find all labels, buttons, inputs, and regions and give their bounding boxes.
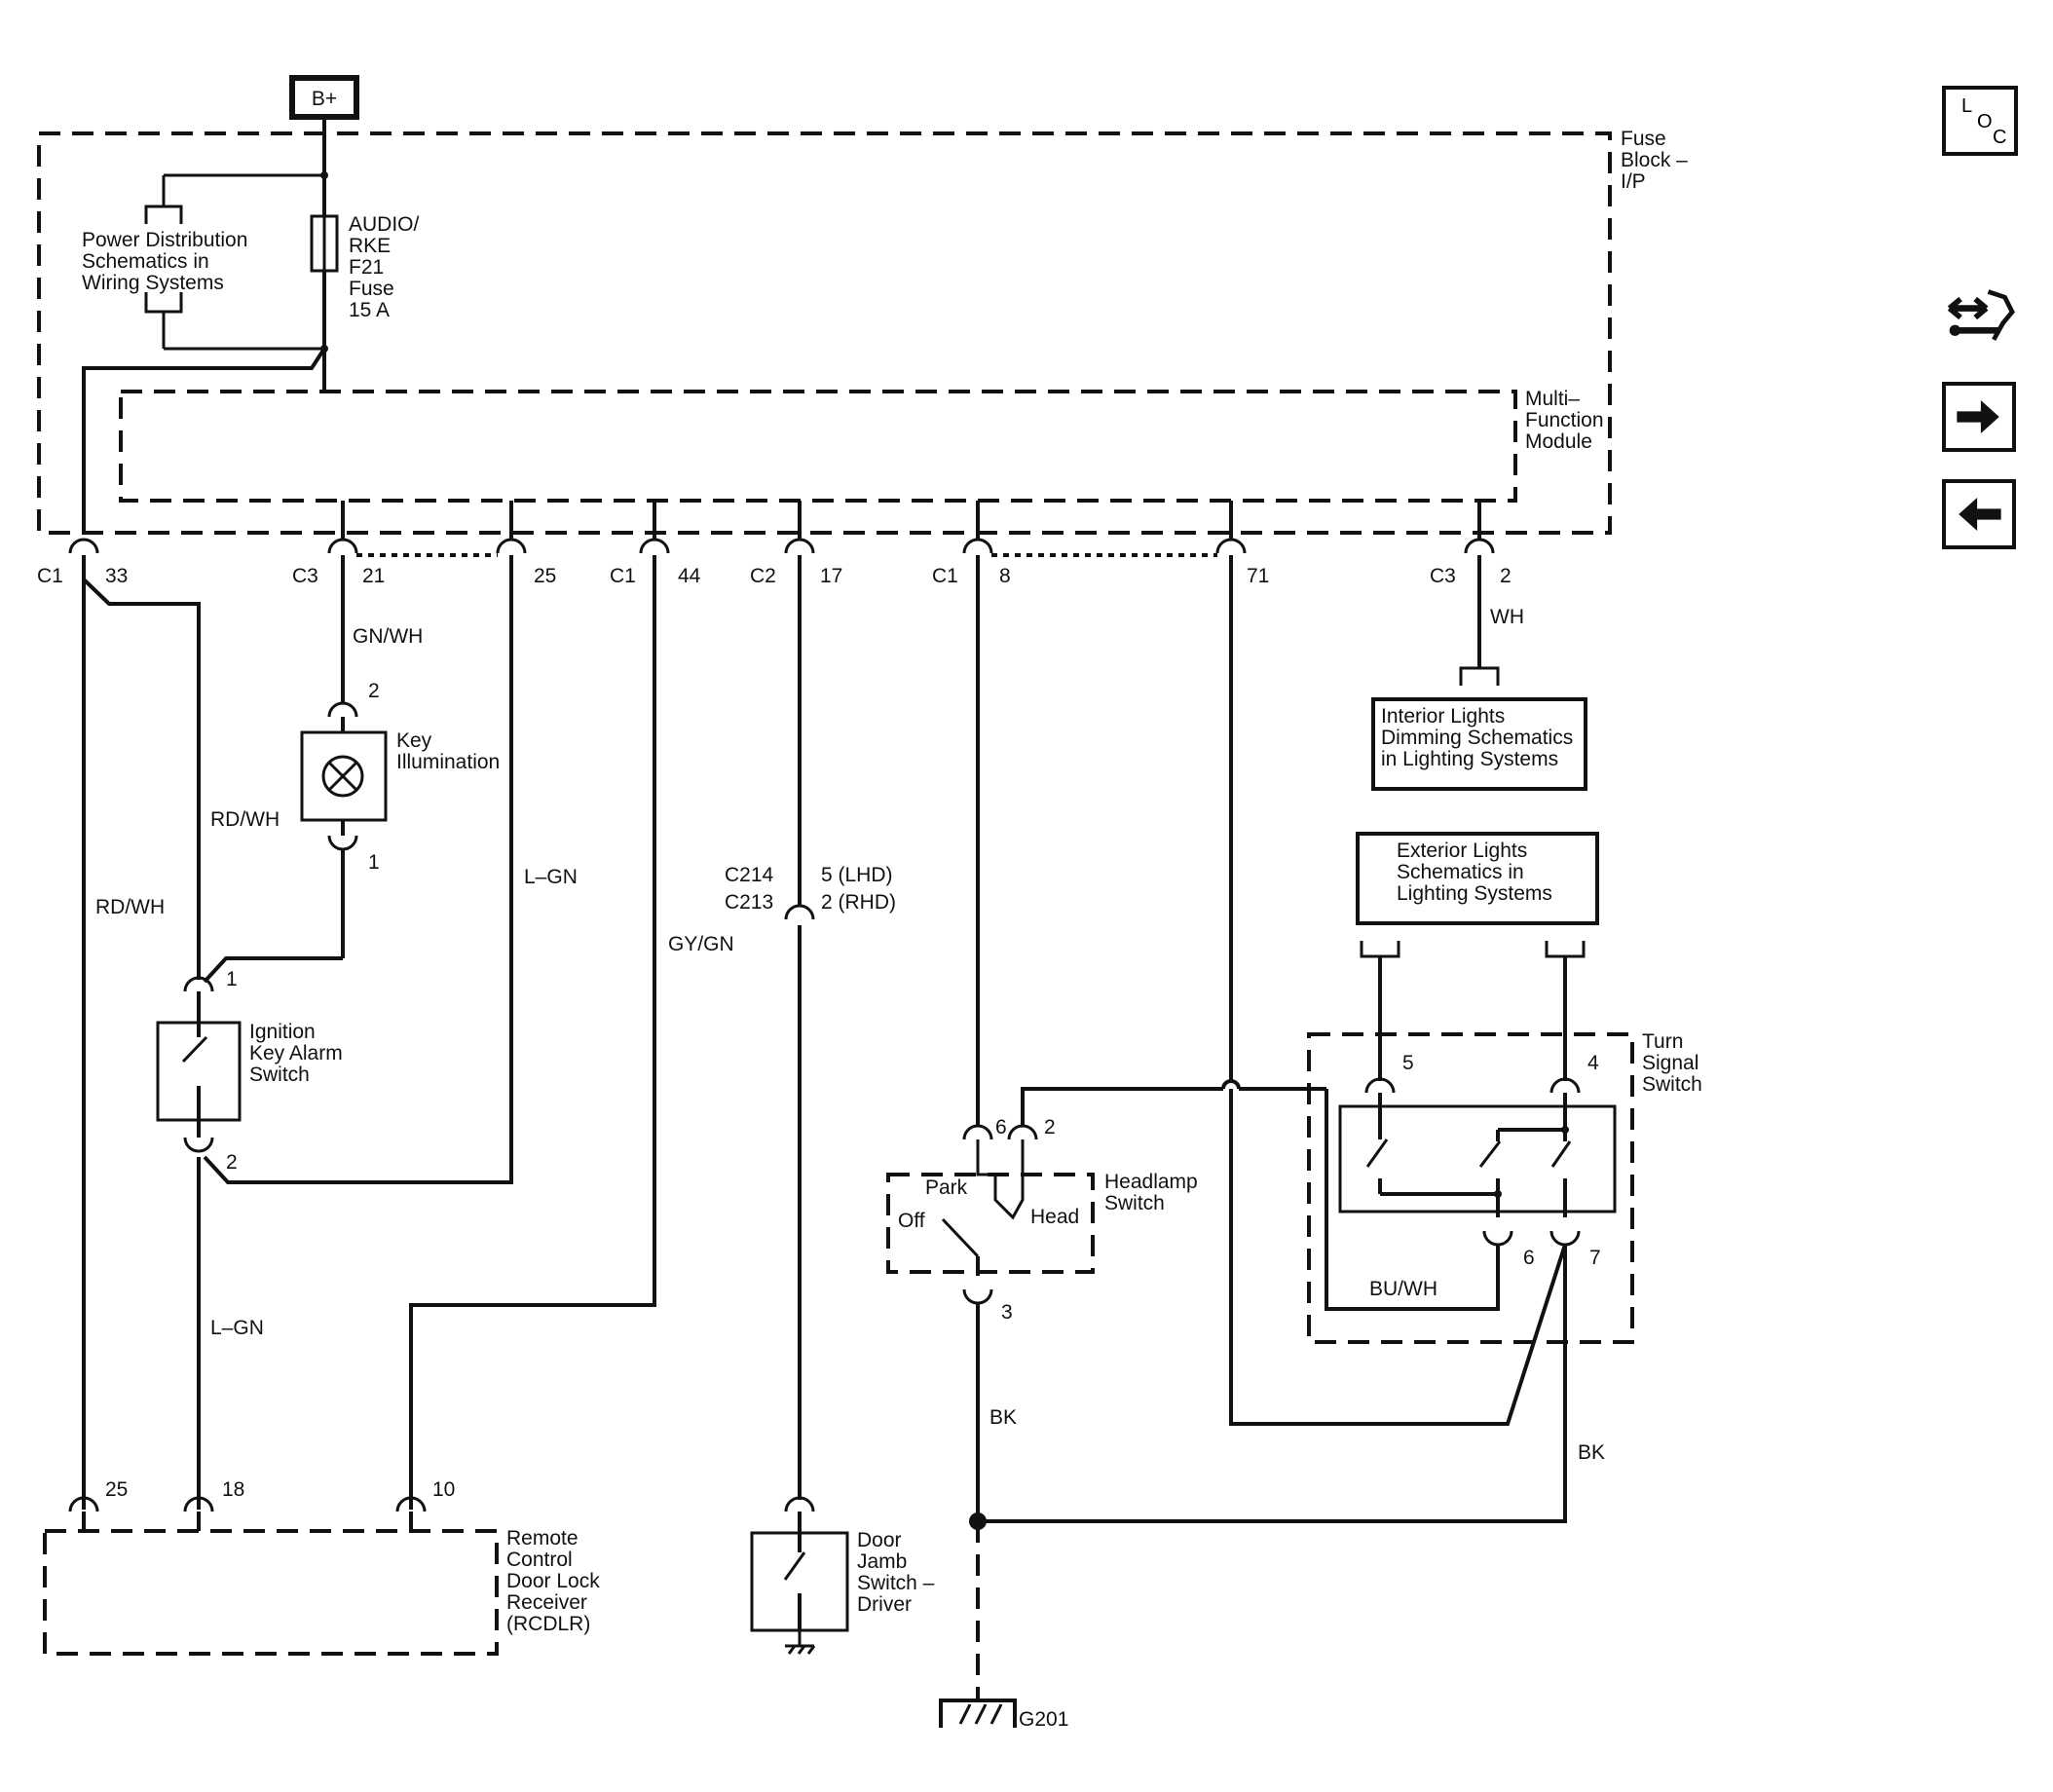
wire-bk — [978, 1245, 1567, 1523]
rcdlr-connectors — [68, 1496, 427, 1531]
wire-bu-wh — [1325, 1089, 1500, 1311]
wire-color-label: L–GN — [210, 1317, 264, 1339]
inline-connector-id: C213 — [725, 891, 773, 914]
headlamp-switch-internals — [941, 1124, 1038, 1519]
wire-rd-wh — [82, 555, 201, 1510]
loc-letter: C — [1993, 127, 2007, 148]
wire-color-label: GN/WH — [353, 625, 423, 648]
ground-g201-icon — [939, 1699, 1017, 1728]
wire-door-jamb — [784, 555, 815, 1500]
pin-number: 25 — [534, 565, 556, 587]
wire-color-label: BK — [989, 1406, 1017, 1429]
arrow-right-icon[interactable] — [1942, 382, 2016, 452]
schematic-toggle-icon[interactable] — [1942, 282, 2016, 353]
wire-color-label: WH — [1490, 606, 1524, 628]
wire-l-gn — [203, 555, 513, 1184]
inline-pin: 2 (RHD) — [821, 891, 896, 914]
connector-labels: C1 33 C3 21 25 C1 44 C2 17 C1 8 71 C3 2 — [37, 565, 1512, 587]
pin-number: 10 — [432, 1478, 455, 1501]
pin-number: 1 — [226, 968, 238, 990]
wire-color-label: BK — [1578, 1441, 1605, 1464]
pin-number: 33 — [105, 565, 128, 587]
wire-color-label: RD/WH — [210, 808, 280, 831]
pin-number: 8 — [999, 565, 1011, 587]
connector-id: C2 — [750, 565, 776, 587]
fuse-block-outline — [37, 131, 1612, 535]
wire-71 — [1229, 1089, 1567, 1426]
pin-number: 44 — [678, 565, 701, 587]
pin-number: 71 — [1247, 565, 1269, 587]
key-illumination-lamp — [203, 701, 388, 984]
exterior-light-stubs — [1360, 941, 1586, 1081]
loc-letter: O — [1977, 111, 1993, 132]
pin-number: 21 — [362, 565, 385, 587]
arrow-left-icon[interactable] — [1942, 479, 2016, 549]
fuse-block-connectors — [68, 538, 1495, 554]
pin-number: 2 — [1500, 565, 1512, 587]
pin-number: 6 — [1523, 1247, 1535, 1269]
pin-number: 1 — [368, 851, 380, 874]
connector-id: C1 — [932, 565, 958, 587]
headlamp-position-head: Head — [1030, 1206, 1079, 1228]
pin-number: 2 — [1044, 1116, 1056, 1139]
wire-color-label: GY/GN — [668, 933, 734, 955]
mfm-output-stubs — [341, 501, 1481, 540]
door-jamb-switch — [750, 1496, 849, 1655]
inline-pin: 5 (LHD) — [821, 864, 893, 886]
pin-number: 18 — [222, 1478, 244, 1501]
connector-id: C1 — [610, 565, 636, 587]
wire-color-label: L–GN — [524, 866, 578, 888]
headlamp-position-park: Park — [925, 1176, 968, 1199]
pin-number: 3 — [1001, 1301, 1013, 1324]
multi-function-module-outline — [119, 390, 1517, 503]
splice-dot — [320, 171, 328, 179]
interior-lights-ref — [1371, 697, 1587, 791]
connector-id: C1 — [37, 565, 63, 587]
connector-id: C3 — [1430, 565, 1456, 587]
pin-number: 17 — [820, 565, 842, 587]
location-button[interactable]: L O C — [1942, 86, 2018, 156]
wire-headlamp-feed — [1021, 1087, 1223, 1126]
pin-number: 4 — [1587, 1052, 1599, 1074]
turn-signal-internals — [1338, 1077, 1617, 1247]
pin-number: 25 — [105, 1478, 128, 1501]
wire-gy-gn — [409, 555, 656, 1510]
connector-id: C3 — [292, 565, 318, 587]
wire-wh — [1459, 555, 1500, 686]
wire-crossover — [1221, 1079, 1241, 1090]
inline-connector-id: C214 — [725, 864, 774, 886]
exterior-lights-ref — [1356, 832, 1599, 925]
turn-signal-switch-outline — [1307, 1032, 1634, 1344]
ground-label: G201 — [1019, 1708, 1068, 1731]
loc-letter: L — [1961, 95, 1973, 117]
pin-number: 2 — [226, 1151, 238, 1174]
headlamp-position-off: Off — [898, 1210, 925, 1232]
pin-number: 2 — [368, 680, 380, 702]
pin-number: 7 — [1589, 1247, 1601, 1269]
wire-color-label: BU/WH — [1369, 1278, 1437, 1300]
rcdlr-outline — [43, 1529, 499, 1656]
battery-power-source: B+ — [289, 75, 359, 175]
ignition-key-alarm-switch — [156, 976, 242, 1153]
pin-number: 5 — [1402, 1052, 1414, 1074]
wire-color-label: RD/WH — [95, 896, 165, 918]
battery-label: B+ — [312, 88, 337, 110]
pin-number: 6 — [995, 1116, 1007, 1139]
